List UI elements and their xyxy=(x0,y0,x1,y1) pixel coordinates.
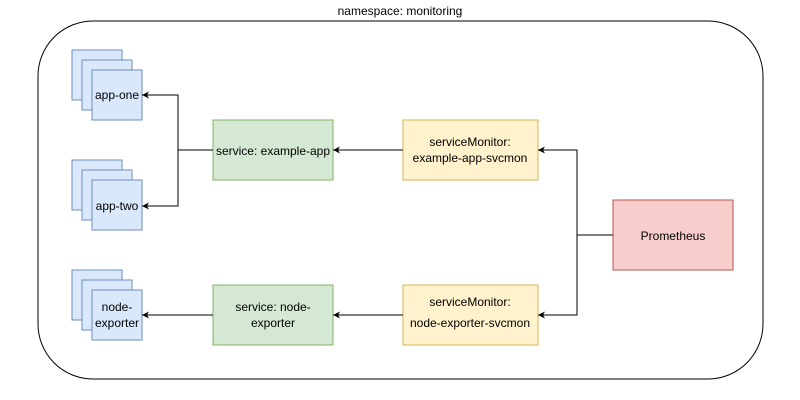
pod-app-one xyxy=(91,69,143,121)
service-label-node-exporter-line2: exporter xyxy=(251,316,295,330)
prometheus-label: Prometheus xyxy=(641,229,706,243)
service-label-node-exporter-line1: service: node- xyxy=(235,300,310,314)
servicemonitor-label-example-app-line2: example-app-svcmon xyxy=(413,151,528,165)
pod-stack-app-one[interactable]: app-one xyxy=(71,49,143,121)
pod-stack-node-exporter[interactable]: node- exporter xyxy=(71,269,143,341)
servicemonitor-label-node-exporter-line2: node-exporter-svcmon xyxy=(410,316,530,330)
edge-prometheus-to-servicemonitor-example-app xyxy=(538,146,613,236)
service-node-exporter[interactable]: service: node- exporter xyxy=(212,284,334,346)
namespace-label: namespace: monitoring xyxy=(338,4,463,18)
edge-service-to-pod-app-one xyxy=(142,91,213,151)
pod-label-app-two: app-two xyxy=(96,199,139,213)
servicemonitor-label-example-app-line1: serviceMonitor: xyxy=(429,135,510,149)
servicemonitor-example-app[interactable]: serviceMonitor: example-app-svcmon xyxy=(402,119,539,181)
servicemonitor-box-example-app xyxy=(402,119,539,181)
service-box-node-exporter xyxy=(212,284,334,346)
edge-service-to-pod-app-two xyxy=(142,150,179,210)
pod-app-two xyxy=(91,179,143,231)
pod-label-node-exporter-line1: node- xyxy=(102,300,133,314)
pod-label-app-one: app-one xyxy=(95,88,139,102)
prometheus-box xyxy=(612,199,734,271)
servicemonitor-node-exporter[interactable]: serviceMonitor: node-exporter-svcmon xyxy=(402,284,539,346)
service-label-example-app: service: example-app xyxy=(216,144,330,158)
pod-node-exporter xyxy=(91,289,143,341)
edge-prometheus-to-servicemonitor-node-exporter xyxy=(538,235,578,319)
service-example-app[interactable]: service: example-app xyxy=(212,119,334,181)
pod-label-node-exporter-line2: exporter xyxy=(95,316,139,330)
pod-stack-app-two[interactable]: app-two xyxy=(71,159,143,231)
prometheus-node[interactable]: Prometheus xyxy=(612,199,734,271)
servicemonitor-label-node-exporter-line1: serviceMonitor: xyxy=(429,295,510,309)
servicemonitor-box-node-exporter xyxy=(402,284,539,346)
